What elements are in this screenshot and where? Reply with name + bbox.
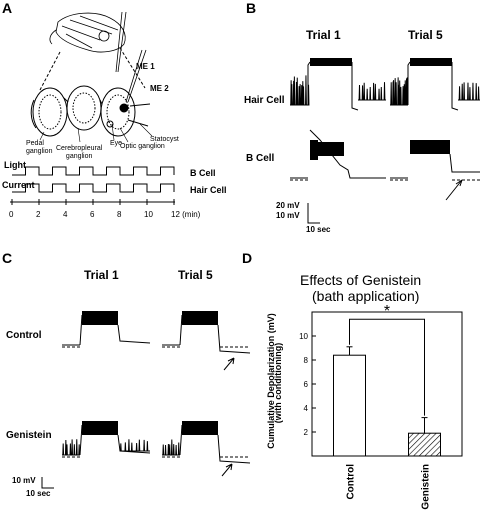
panel-c: C Trial 1 Trial 5 Control Genistein 10 m… — [0, 250, 251, 510]
me1-label: ME 1 — [136, 62, 155, 71]
control-trial5-post — [217, 324, 251, 354]
hair-cell-protocol-label: Hair Cell — [190, 185, 227, 195]
time-axis-ticks — [11, 199, 175, 205]
panel-c-trial1-label: Trial 1 — [84, 268, 119, 282]
x-category-label-genistein: Genistein — [421, 464, 432, 510]
genistein-trial5-prestim-spikes — [162, 439, 180, 456]
chart-title: Effects of Genistein — [300, 272, 422, 288]
b-cell-trial1-depolarization — [318, 142, 344, 156]
panel-a: A — [0, 0, 240, 250]
panel-a-label: A — [2, 0, 13, 16]
b-cell-label: B Cell — [246, 153, 275, 164]
y-tick-label: 6 — [304, 380, 309, 389]
time-tick-label: 12 (min) — [171, 210, 201, 219]
light-label: Light — [4, 160, 26, 170]
panel-b-scale-bar — [307, 203, 320, 224]
time-tick-label: 2 — [36, 210, 41, 219]
eye-label: Eye — [110, 140, 123, 147]
panel-b-arrow — [445, 179, 463, 201]
panel-c-genistein-arrow — [221, 463, 233, 477]
panel-b-recordings — [290, 58, 480, 224]
y-tick-label: 2 — [304, 428, 309, 437]
time-tick-label: 0 — [9, 210, 14, 219]
statocyst-label: Statocyst — [150, 136, 179, 143]
hair-cell-trial5-poststim-spikes — [458, 82, 480, 101]
optic-ganglion-label: Optic ganglion — [120, 143, 165, 150]
genistein-trial5-post — [217, 434, 251, 464]
b-cell-trial1-spike-burst — [310, 140, 318, 160]
panel-c-scale-10mv: 10 mV — [12, 476, 36, 485]
hair-cell-trial1-depolarization-block — [310, 58, 352, 66]
y-tick-label: 8 — [304, 356, 309, 365]
chart-subtitle: (bath application) — [312, 288, 420, 304]
panel-c-trial5-label: Trial 5 — [178, 268, 213, 282]
hair-cell-trial1-poststim-spikes — [358, 82, 386, 101]
ganglia-ring — [30, 85, 151, 137]
panel-b-scale-20mv: 20 mV — [276, 201, 300, 210]
panel-c-recordings — [41, 311, 251, 489]
hair-cell-trial5-prestim-spikes — [390, 77, 409, 106]
genistein-trial1-depolarization — [82, 421, 118, 435]
significance-bracket — [349, 318, 425, 416]
aplysia-animal-drawing — [49, 12, 126, 53]
genistein-trial1-prestim-spikes — [62, 439, 81, 456]
panel-c-scale-bar — [41, 477, 54, 489]
panel-c-control-arrow — [223, 357, 235, 371]
panel-d-label: D — [242, 250, 253, 266]
current-stimulus-trace — [12, 183, 175, 193]
aplysia-diagram — [10, 11, 175, 205]
panel-b-scale-10sec: 10 sec — [306, 225, 331, 234]
panel-b-trial1-label: Trial 1 — [306, 28, 341, 42]
b-cell-trial5-depolarization — [410, 140, 450, 154]
b-cell-protocol-label: B Cell — [190, 168, 216, 178]
x-category-label-control: Control — [346, 464, 357, 500]
genistein-trial1-post — [117, 434, 151, 454]
panel-c-label: C — [2, 250, 13, 266]
me2-label: ME 2 — [150, 84, 169, 93]
panel-d: D Effects of Genistein (bath application… — [240, 250, 480, 510]
time-tick-label: 10 — [144, 210, 153, 219]
genistein-trial5-depolarization — [182, 421, 218, 435]
control-trial1-depolarization — [82, 311, 118, 325]
y-tick-label: 10 — [299, 332, 308, 341]
hair-cell-label: Hair Cell — [244, 95, 285, 106]
bar-genistein — [408, 432, 441, 457]
panel-b-scale-10mv: 10 mV — [276, 211, 300, 220]
genistein-row-label: Genistein — [6, 430, 52, 441]
panel-b-trial5-label: Trial 5 — [408, 28, 443, 42]
panel-b-label: B — [246, 0, 257, 16]
current-label: Current — [2, 180, 35, 190]
panel-c-scale-10sec: 10 sec — [26, 489, 51, 498]
bar-control — [333, 354, 366, 457]
y-tick-label: 4 — [304, 404, 309, 413]
control-trial1-post — [117, 324, 151, 344]
genistein-trial1-poststim-spikes — [119, 439, 150, 452]
hair-cell-trial1-prestim-spikes — [290, 75, 310, 106]
control-trial5-depolarization — [182, 311, 218, 325]
time-tick-label: 6 — [90, 210, 95, 219]
hair-cell-trial5-depolarization-block — [410, 58, 452, 66]
cerebropleural-ganglion-label: Cerebropleural ganglion — [56, 145, 103, 160]
significance-marker: * — [384, 303, 390, 320]
pedal-ganglion-label: Pedal ganglion — [26, 140, 53, 155]
light-stimulus-trace — [12, 166, 175, 176]
time-tick-label: 4 — [63, 210, 68, 219]
time-tick-label: 8 — [117, 210, 122, 219]
control-row-label: Control — [6, 330, 42, 341]
panel-b: B Trial 1 Trial 5 Hair Cell B Cell 20 mV… — [240, 0, 480, 250]
